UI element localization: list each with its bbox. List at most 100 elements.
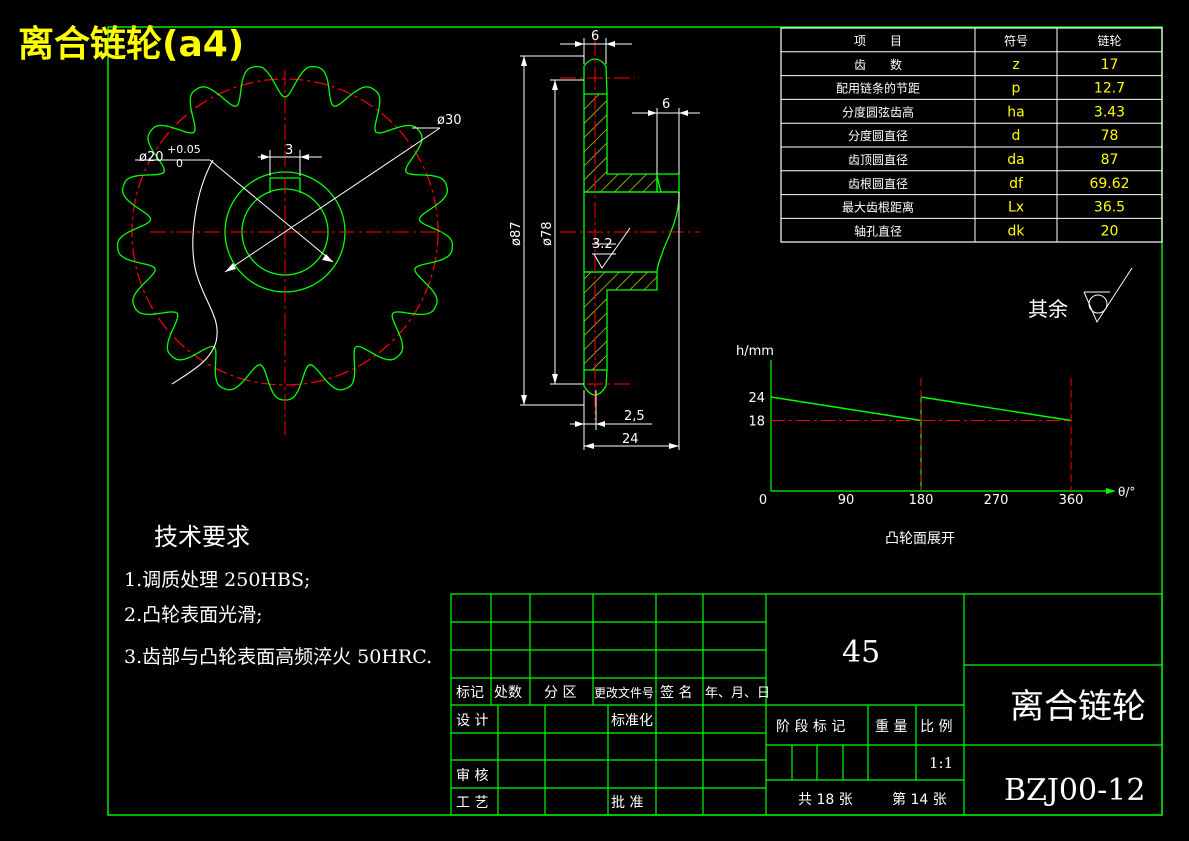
- x-tick-label: 270: [984, 493, 1009, 508]
- break-line: [171, 159, 218, 385]
- x-tick-label: 360: [1059, 493, 1084, 508]
- dim-top6-label: 6: [591, 29, 599, 44]
- scale-header-label: 比 例: [920, 719, 952, 735]
- roughness-rest-label: 其余: [1028, 297, 1068, 321]
- drawing-title: 离合链轮(a4): [18, 24, 244, 65]
- part-name-label: 离合链轮: [1010, 687, 1146, 727]
- table-cell: 轴孔直径: [854, 223, 902, 238]
- table-cell: 36.5: [1094, 200, 1125, 216]
- chart-xlabel: θ/°: [1118, 485, 1135, 499]
- table-header-cell: 项 目: [854, 34, 902, 48]
- technical-requirements: 技术要求 1.调质处理 250HBS; 2.凸轮表面光滑; 3.齿部与凸轮表面高…: [124, 523, 432, 668]
- table-cell: 齿根圆直径: [848, 177, 908, 191]
- tech-req-heading: 技术要求: [154, 523, 250, 551]
- cam-face-curve: [656, 191, 680, 273]
- y-tick-label: 24: [748, 391, 765, 406]
- review-label: 审 核: [456, 768, 488, 784]
- cam-series-line-2: [920, 396, 1072, 422]
- col-label-count: 处数: [494, 685, 522, 701]
- sheet-number: 第 14 张: [892, 791, 947, 808]
- table-cell: 配用链条的节距: [836, 81, 920, 96]
- col-label-date: 年、月、日: [705, 686, 770, 701]
- table-cell: 最大齿根距离: [842, 200, 914, 215]
- dim-24-label: 24: [622, 432, 639, 447]
- table-cell: ha: [1007, 104, 1024, 120]
- col-label-change: 更改文件号: [594, 685, 654, 700]
- arrow: [575, 41, 584, 47]
- table-cell: 20: [1101, 223, 1119, 239]
- sprocket-section-view: ø87 ø78 6 6 2,5 24 3.2: [509, 29, 700, 450]
- tech-req-item-1: 1.调质处理 250HBS;: [124, 569, 310, 591]
- scale-value: 1:1: [929, 754, 953, 772]
- arrow: [648, 110, 657, 116]
- cam-series-line-1: [770, 396, 922, 422]
- arrow: [679, 110, 688, 116]
- col-label-zone: 分 区: [544, 685, 576, 701]
- arrow: [575, 421, 584, 427]
- x-tick-label: 0: [759, 493, 767, 508]
- dim-bore-tol-upper: +0.05: [167, 143, 201, 156]
- process-label: 工 艺: [456, 795, 488, 811]
- x-tick-label: 180: [909, 493, 934, 508]
- arrow: [261, 154, 270, 160]
- design-label: 设 计: [456, 713, 488, 729]
- col-label-sign: 签 名: [660, 684, 692, 701]
- arrow: [669, 443, 679, 449]
- arrow: [596, 421, 605, 427]
- table-outline: [780, 27, 1163, 243]
- y-tick-label: 18: [748, 415, 765, 430]
- chart-ylabel: h/mm: [736, 344, 774, 359]
- dim-d78-label: ø78: [540, 222, 555, 247]
- table-cell: 69.62: [1089, 176, 1129, 192]
- approve-label: 批 准: [611, 795, 643, 811]
- material-label: 45: [842, 635, 880, 670]
- dim-hub6-label: 6: [662, 97, 670, 112]
- standard-label: 标准化: [611, 713, 653, 729]
- dim-key-label: 3: [285, 143, 293, 158]
- table-cell: Lx: [1008, 200, 1024, 216]
- table-cell: df: [1009, 176, 1024, 192]
- chart-title: 凸轮面展开: [885, 531, 955, 547]
- weight-label: 重 量: [875, 719, 907, 735]
- arrow: [552, 374, 558, 384]
- tooth-top: [583, 58, 608, 95]
- table-header-cell: 符号: [1004, 33, 1028, 48]
- arrow: [606, 41, 615, 47]
- table-cell: 87: [1101, 152, 1119, 168]
- roughness-symbol: [592, 227, 631, 269]
- dim-leader-hub: [224, 127, 441, 273]
- table-cell: dk: [1008, 223, 1026, 239]
- table-cell: 齿顶圆直径: [848, 153, 908, 167]
- tech-req-item-2: 2.凸轮表面光滑;: [124, 604, 263, 626]
- arrow: [584, 443, 594, 449]
- stage-label: 阶 段 标 记: [776, 719, 845, 735]
- table-cell: 17: [1101, 57, 1119, 73]
- arrow: [521, 395, 527, 405]
- table-cell: 齿 数: [854, 57, 902, 72]
- x-tick-label: 90: [838, 493, 855, 508]
- dim-hub-label: ø30: [437, 113, 462, 128]
- drawing-number-label: BZJ00-12: [1004, 773, 1145, 808]
- dim-bore-label: ø20: [139, 150, 164, 165]
- col-label-mark: 标记: [456, 685, 484, 701]
- title-block: 45 离合链轮 BZJ00-12 标记 处数 分 区 更改文件号 签 名 年、月…: [450, 593, 1163, 816]
- dim-d87-label: ø87: [509, 222, 524, 247]
- roughness-rest-symbol: [1083, 267, 1133, 324]
- table-cell: 分度圆弦齿高: [842, 104, 914, 119]
- arrow: [300, 154, 309, 160]
- arrow: [322, 254, 333, 262]
- dim-leader-bore: [209, 159, 334, 263]
- arrow: [225, 263, 236, 272]
- arrow: [1106, 488, 1116, 494]
- table-cell: d: [1012, 128, 1021, 144]
- tech-req-item-3: 3.齿部与凸轮表面高频淬火 50HRC.: [124, 646, 432, 668]
- table-cell: 分度圆直径: [848, 128, 908, 143]
- title-block-grid: [450, 593, 1163, 816]
- sheets-total: 共 18 张: [798, 792, 853, 808]
- roughness-value: 3.2: [592, 237, 613, 252]
- outline: [656, 175, 662, 193]
